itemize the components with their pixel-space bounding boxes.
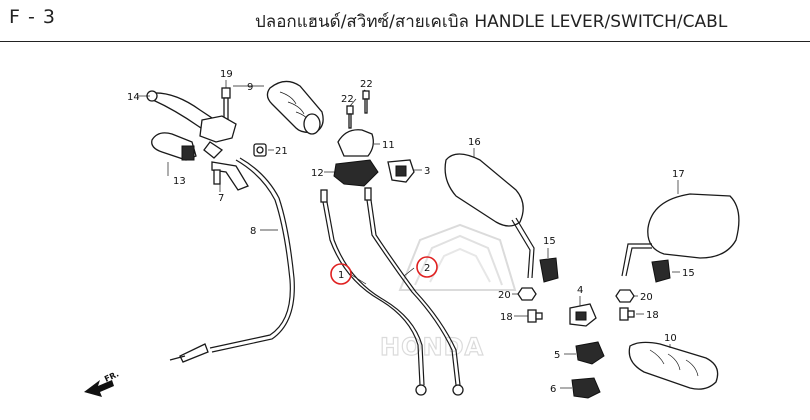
highlight-circle-1 — [330, 263, 352, 285]
part-nut-20-left[interactable] — [517, 287, 537, 301]
part-bolt-18-left[interactable] — [527, 309, 543, 323]
callout-2[interactable]: 2 — [424, 263, 430, 274]
callout-3[interactable]: 3 — [424, 166, 430, 177]
callout-16[interactable]: 16 — [468, 137, 481, 148]
callout-11[interactable]: 11 — [382, 140, 395, 151]
callout-14[interactable]: 14 — [127, 92, 140, 103]
part-cable-end[interactable] — [211, 161, 249, 191]
leader-lines — [138, 80, 680, 389]
callout-7[interactable]: 7 — [218, 193, 224, 204]
part-bolt-18-right[interactable] — [619, 307, 635, 321]
callout-22a[interactable]: 22 — [360, 79, 373, 90]
part-clutch-cable[interactable] — [169, 157, 295, 363]
watermark-text: HONDA — [380, 333, 484, 361]
part-left-mirror[interactable] — [444, 153, 535, 279]
callout-5[interactable]: 5 — [554, 350, 560, 361]
callout-15-right[interactable]: 15 — [682, 268, 695, 279]
part-mirror-boot-right[interactable] — [651, 259, 671, 283]
callout-12[interactable]: 12 — [311, 168, 324, 179]
section-title: ปลอกแฮนด์/สวิทซ์/สายเคเบิล HANDLE LEVER/… — [255, 12, 728, 32]
part-throttle-housing-lower[interactable] — [333, 159, 379, 187]
part-switch-4[interactable] — [569, 303, 597, 327]
part-throttle-cable-2[interactable] — [364, 187, 464, 396]
header: F - 3 ปลอกแฮนด์/สวิทซ์/สายเคเบิล HANDLE … — [0, 0, 810, 42]
callout-21[interactable]: 21 — [275, 146, 288, 157]
part-nut-21[interactable] — [253, 143, 267, 157]
part-pivot-bolt[interactable] — [221, 87, 231, 121]
part-throttle-housing-upper[interactable] — [337, 129, 374, 157]
part-switch-5[interactable] — [575, 341, 605, 365]
callout-15-left[interactable]: 15 — [543, 236, 556, 247]
callout-22b[interactable]: 22 — [341, 94, 354, 105]
part-lever-bracket[interactable] — [199, 115, 237, 159]
part-nut-20-right[interactable] — [615, 289, 635, 303]
callout-9[interactable]: 9 — [247, 82, 253, 93]
callout-19[interactable]: 19 — [220, 69, 233, 80]
part-right-grip[interactable] — [628, 341, 719, 390]
callout-20-left[interactable]: 20 — [498, 290, 511, 301]
callout-17[interactable]: 17 — [672, 169, 685, 180]
front-direction-arrow: FR. — [84, 369, 120, 397]
part-screw-22a[interactable] — [346, 105, 354, 129]
callout-1[interactable]: 1 — [338, 270, 344, 281]
callout-18-left[interactable]: 18 — [500, 312, 513, 323]
section-code: F - 3 — [9, 6, 56, 28]
part-switch-3[interactable] — [387, 159, 415, 183]
part-left-grip[interactable] — [266, 80, 324, 135]
part-left-switch[interactable] — [151, 132, 197, 161]
highlight-circle-2 — [416, 256, 438, 278]
part-screw-22b[interactable] — [362, 90, 370, 114]
callout-20-right[interactable]: 20 — [640, 292, 653, 303]
header-divider — [0, 41, 810, 42]
callout-10[interactable]: 10 — [664, 333, 677, 344]
part-mirror-boot-left[interactable] — [539, 257, 559, 283]
callout-4[interactable]: 4 — [577, 285, 583, 296]
part-switch-6[interactable] — [571, 377, 601, 399]
honda-watermark: HONDA — [379, 223, 517, 362]
part-throttle-cable-1[interactable] — [320, 189, 427, 396]
callout-13[interactable]: 13 — [173, 176, 186, 187]
callout-18-right[interactable]: 18 — [646, 310, 659, 321]
callout-6[interactable]: 6 — [550, 384, 556, 395]
part-right-mirror[interactable] — [621, 193, 740, 277]
callout-8[interactable]: 8 — [250, 226, 256, 237]
